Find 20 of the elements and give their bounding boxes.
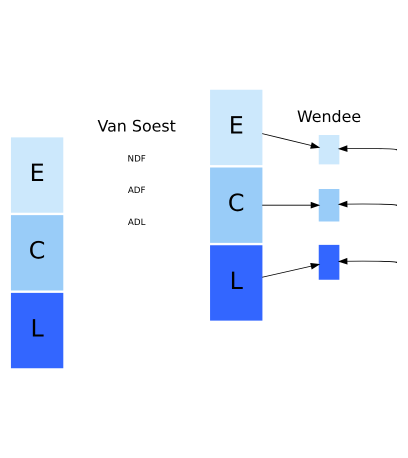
label: NDF	[128, 154, 146, 164]
arrow	[338, 200, 396, 208]
node-box	[318, 135, 340, 164]
node-box	[318, 188, 340, 222]
arrow	[262, 262, 320, 278]
arrow	[262, 202, 320, 209]
label: Van Soest	[97, 116, 176, 136]
node-box: L	[10, 292, 64, 368]
label: ADL	[128, 218, 146, 228]
node-box: E	[10, 137, 64, 213]
arrow	[338, 145, 396, 152]
arrow	[338, 258, 396, 265]
node-box: C	[10, 215, 64, 290]
node-box: C	[210, 168, 262, 243]
node-box: L	[210, 245, 262, 321]
node-box	[318, 244, 340, 280]
arrow	[262, 133, 320, 149]
label: Wendee	[296, 106, 362, 126]
label: ADF	[128, 186, 146, 196]
node-box: E	[210, 90, 262, 166]
